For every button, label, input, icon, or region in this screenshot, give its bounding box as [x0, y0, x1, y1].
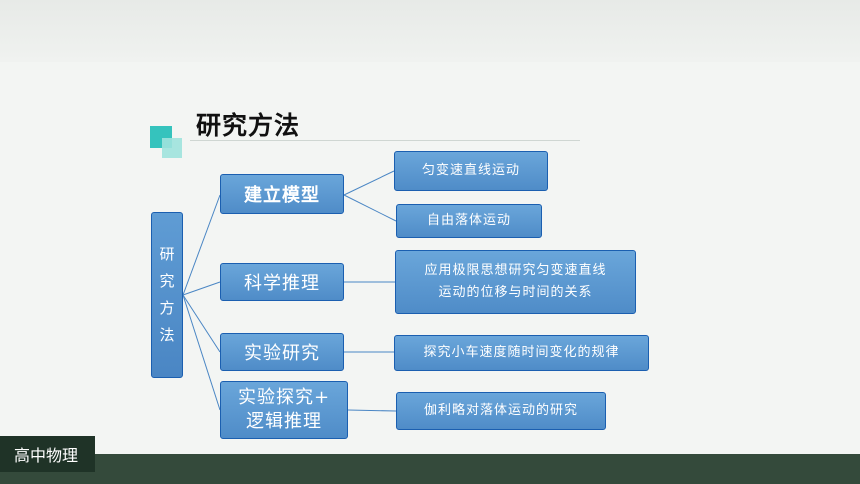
top-band	[0, 0, 860, 62]
branch-node-model: 建立模型	[220, 174, 344, 214]
title-square-accent-icon	[162, 138, 182, 158]
leaf-label: 匀变速直线运动	[421, 163, 520, 178]
root-char: 方	[159, 299, 175, 317]
link-b0-l1	[343, 194, 397, 222]
root-char: 法	[159, 326, 175, 344]
branch-node-reasoning: 科学推理	[220, 263, 344, 301]
root-node: 研 究 方 法	[151, 212, 183, 378]
branch-label: 科学推理	[244, 273, 320, 294]
branch-label: 建立模型	[244, 185, 320, 206]
section-title: 研究方法	[196, 111, 301, 140]
leaf-label: 探究小车速度随时间变化的规律	[423, 345, 620, 360]
link-b0-l0	[343, 170, 395, 196]
leaf-node: 伽利略对落体运动的研究	[396, 392, 606, 430]
leaf-label: 伽利略对落体运动的研究	[423, 403, 578, 418]
leaf-node: 匀变速直线运动	[394, 151, 548, 191]
link-root-b2	[182, 294, 221, 353]
leaf-label: 运动的位移与时间的关系	[438, 285, 593, 300]
leaf-label: 自由落体运动	[426, 213, 511, 228]
link-b3-l0	[347, 409, 397, 412]
root-char: 研	[159, 245, 175, 263]
link-root-b1	[182, 281, 221, 296]
leaf-label: 应用极限思想研究匀变速直线	[424, 263, 607, 278]
branch-label: 逻辑推理	[246, 411, 322, 432]
branch-label: 实验研究	[244, 343, 320, 364]
leaf-node: 应用极限思想研究匀变速直线 运动的位移与时间的关系	[395, 250, 636, 314]
link-root-b3	[182, 294, 221, 411]
title-divider	[190, 140, 580, 141]
course-label: 高中物理	[0, 436, 95, 472]
branch-node-experiment: 实验研究	[220, 333, 344, 371]
root-char: 究	[159, 272, 175, 290]
link-root-b0	[182, 194, 221, 296]
branch-node-experiment-reasoning: 实验探究+ 逻辑推理	[220, 381, 348, 439]
branch-label: 实验探究+	[237, 387, 331, 408]
leaf-node: 自由落体运动	[396, 204, 542, 238]
footer-bar	[0, 454, 860, 484]
leaf-node: 探究小车速度随时间变化的规律	[394, 335, 649, 371]
